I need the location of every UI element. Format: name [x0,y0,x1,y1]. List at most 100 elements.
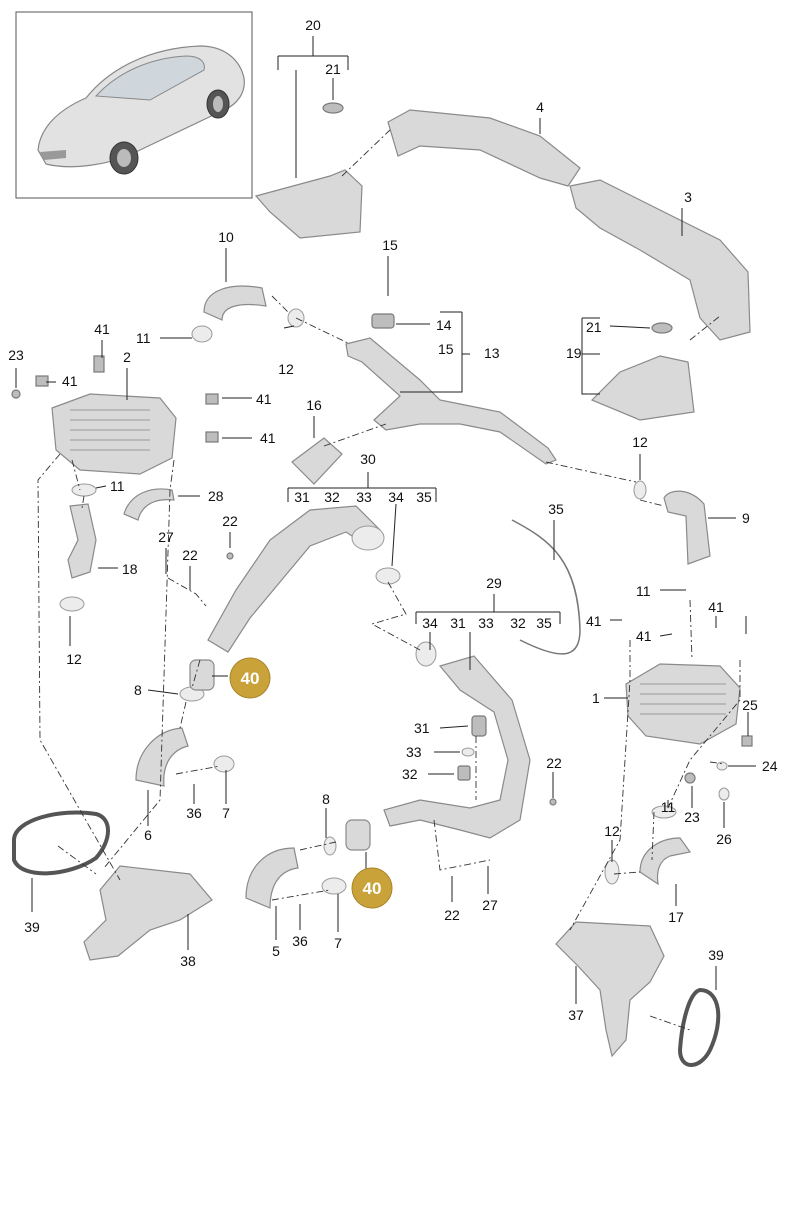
connection-lines [37,129,741,1031]
callout-7: 7 [334,935,342,951]
callout-41: 41 [62,373,78,389]
badge-40-left: 40 [229,657,271,699]
callout-10: 10 [218,229,234,245]
part-22-screw-c [549,798,557,806]
callout-23: 23 [684,809,700,825]
callout-30: 30 [360,451,376,467]
callout-41: 41 [636,628,652,644]
callout-41: 41 [256,391,272,407]
callout-18: 18 [122,561,138,577]
part-7-clamp-a [213,755,235,773]
callout-36: 36 [186,805,202,821]
callout-31: 31 [294,489,310,505]
part-41-bracket-d [35,375,49,387]
callout-14: 14 [436,317,452,333]
callout-16: 16 [306,397,322,413]
callout-27: 27 [482,897,498,913]
callout-15: 15 [382,237,398,253]
callout-32: 32 [324,489,340,505]
part-11-clamp-d [651,805,677,819]
part-28-hose [123,488,175,521]
callout-21: 21 [586,319,602,335]
callout-15: 15 [438,341,454,357]
part-20-duct [254,169,363,239]
callout-12: 12 [66,651,82,667]
callout-17: 17 [668,909,684,925]
callout-22: 22 [182,547,198,563]
callout-33: 33 [406,744,422,760]
callout-22: 22 [546,755,562,771]
callout-5: 5 [272,943,280,959]
part-30-flange [351,525,385,551]
callout-21: 21 [325,61,341,77]
callout-34: 34 [388,489,404,505]
callout-35: 35 [548,501,564,517]
badge-40-right: 40 [351,867,393,909]
part-33-seal [461,747,475,757]
part-18-hose [67,503,97,579]
part-41-bracket-b [205,393,219,405]
callout-6: 6 [144,827,152,843]
callout-41: 41 [94,321,110,337]
callout-27: 27 [158,529,174,545]
part-29-pipe [383,655,531,839]
callout-11: 11 [110,478,125,494]
part-12-clamp-c [633,480,647,500]
badge-40-right-text: 40 [363,879,382,898]
part-3-duct [569,179,751,341]
part-11-clamp-a [191,325,213,343]
part-17-hose [639,837,692,886]
callout-29: 29 [486,575,502,591]
part-37-intake [555,921,665,1058]
part-2-intercooler [51,393,177,475]
callout-11: 11 [661,799,676,815]
part-21-cap-right [651,322,673,334]
callout-19: 19 [566,345,582,361]
part-22-screw-a [226,552,234,560]
callout-3: 3 [684,189,692,205]
part-19-duct [590,355,695,421]
part-25-bracket [741,735,753,747]
badge-40-left-text: 40 [241,669,260,688]
callout-22: 22 [222,513,238,529]
callout-33: 33 [478,615,494,631]
part-41-bracket-c [205,431,219,443]
part-13-pipe [345,337,557,465]
callout-37: 37 [568,1007,584,1023]
callout-22: 22 [444,907,460,923]
part-8-clamp-b [323,836,337,856]
part-34-clamp-a [375,567,401,585]
callout-36: 36 [292,933,308,949]
part-4-duct [387,109,581,187]
part-35-cable [511,519,581,655]
part-26-washer [718,787,730,801]
part-32-connector [457,765,471,781]
callout-32: 32 [402,766,418,782]
callout-12: 12 [278,361,294,377]
part-16-hose [291,437,343,485]
part-7-clamp-b [321,877,347,895]
part-34-clamp-b [415,641,437,667]
part-21-cap [322,102,344,114]
callout-11: 11 [636,583,651,599]
part-23-nut-b [684,772,696,784]
callout-9: 9 [742,510,750,526]
callout-35: 35 [536,615,552,631]
callout-28: 28 [208,488,224,504]
callout-11: 11 [136,330,151,346]
part-40-sleeve-b [345,819,371,851]
car-thumbnail-icon [37,45,245,175]
part-9-pipe [663,490,711,565]
callout-20: 20 [305,17,321,33]
callout-41: 41 [708,599,724,615]
callout-12: 12 [632,434,648,450]
callout-31: 31 [450,615,466,631]
callout-38: 38 [180,953,196,969]
callout-39: 39 [708,947,724,963]
callout-7: 7 [222,805,230,821]
part-14-valve [371,313,395,329]
callout-33: 33 [356,489,372,505]
leader-lines [15,36,756,1004]
part-6-elbow [135,727,189,787]
